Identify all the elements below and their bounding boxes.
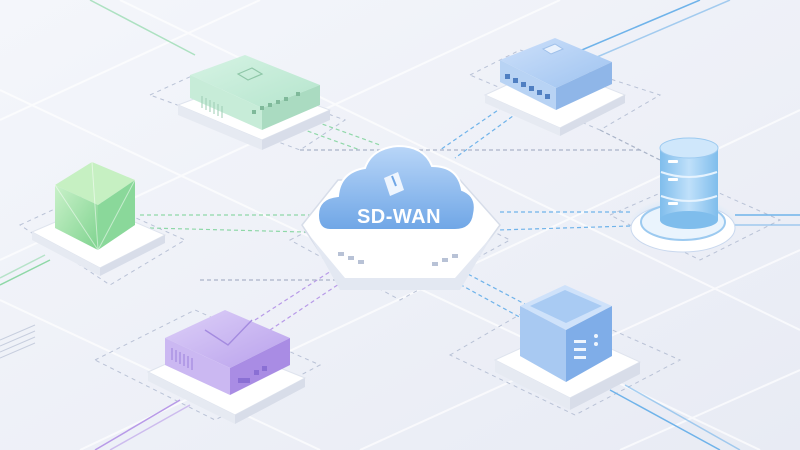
link-db-hub-2	[497, 225, 631, 231]
server-icon	[493, 285, 642, 410]
link-cube-hub-2	[149, 227, 306, 233]
network-switch-icon	[176, 55, 332, 150]
firewall-appliance-icon	[146, 310, 307, 424]
sdwan-hub: SD-WAN	[301, 144, 501, 290]
link-server-hub-2	[444, 261, 541, 313]
hub-label: SD-WAN	[357, 206, 441, 228]
link-switch-hub-2	[269, 104, 381, 146]
link-switch-hub	[254, 111, 361, 151]
router-icon	[483, 38, 627, 136]
database-icon	[628, 137, 738, 253]
edge-stripes	[0, 324, 36, 359]
cloud-icon	[316, 144, 476, 231]
cube-icon	[30, 161, 167, 276]
link-purple-hub	[254, 261, 346, 321]
